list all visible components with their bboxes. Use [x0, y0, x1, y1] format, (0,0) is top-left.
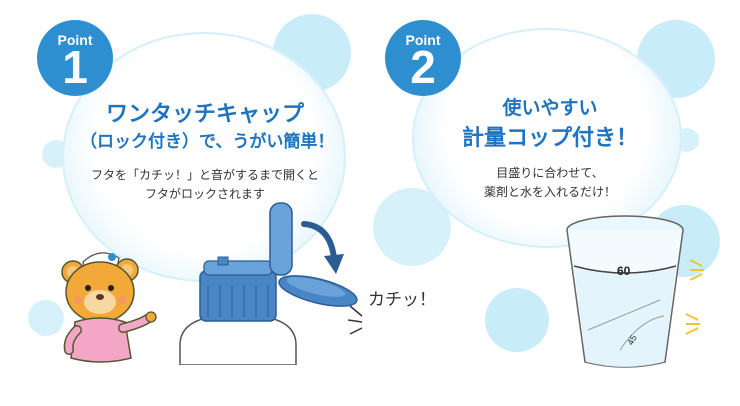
- point2-title-line2: 計量コップ付き！: [461, 126, 638, 151]
- bubble-decor: [485, 288, 549, 352]
- point1-title-line1: ワンタッチキャップ: [105, 102, 304, 127]
- badge-number: 2: [410, 41, 436, 93]
- badge-label: Point: [57, 32, 93, 48]
- sparkle-lines-icon: [685, 313, 700, 335]
- badge-number: 1: [62, 41, 88, 93]
- sound-effect-text: カチッ！: [368, 290, 436, 310]
- measuring-cup-illustration: [566, 215, 684, 368]
- bear-mascot-illustration: [61, 252, 157, 363]
- point2-desc-line1: 目盛りに合わせて、: [496, 166, 604, 180]
- point2-title-line1: 使いやすい: [502, 97, 598, 119]
- bubble-decor: [28, 300, 64, 336]
- bottle-cap-illustration: [179, 202, 358, 365]
- point1-desc-line1: フタを「カチッ！」と音がするまで開くと: [90, 168, 319, 182]
- cup-mark-60: 60: [617, 264, 631, 278]
- point1-badge: Point 1: [37, 20, 113, 96]
- point2-desc-line2: 薬剤と水を入れるだけ！: [483, 185, 616, 199]
- badge-label: Point: [405, 32, 441, 48]
- point1-title-line2: （ロック付き）で、うがい簡単！: [80, 132, 335, 152]
- curved-arrow-icon: [301, 221, 344, 274]
- point1-desc-line2: フタがロックされます: [144, 187, 265, 201]
- point2-badge: Point 2: [385, 20, 461, 96]
- sparkle-lines-icon: [689, 259, 704, 281]
- sound-lines-icon: [348, 305, 363, 335]
